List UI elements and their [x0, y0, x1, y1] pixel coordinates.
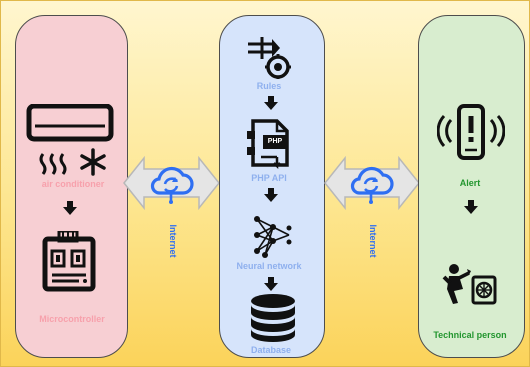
air-conditioner-icon [26, 104, 114, 176]
internet-link-label-left: Internet [168, 224, 178, 258]
php-file-icon [247, 119, 289, 169]
cloud-sync-icon [150, 166, 194, 204]
arrow-down-icon [63, 201, 77, 215]
cloud-sync-icon [350, 166, 394, 204]
neural-network-label: Neural network [236, 261, 302, 271]
technical-person-label: Technical person [433, 330, 507, 340]
air-conditioner-label: air conditioner [41, 179, 105, 189]
arrow-down-icon [264, 277, 278, 291]
database-icon [251, 294, 295, 342]
alert-label: Alert [459, 178, 481, 188]
microcontroller-icon [42, 231, 96, 292]
microcontroller-label: Microcontroller [39, 314, 105, 324]
device-panel [15, 15, 128, 358]
phone-alert-icon [437, 104, 505, 160]
technician-icon [442, 264, 497, 305]
database-label: Database [250, 345, 292, 355]
arrow-down-icon [464, 200, 478, 214]
rules-engine-icon [248, 37, 291, 79]
neural-network-icon [254, 216, 292, 258]
php-file-badge: PHP [267, 138, 283, 145]
arrow-down-icon [264, 96, 278, 110]
php-api-label: PHP API [251, 173, 287, 183]
arrow-down-icon [264, 188, 278, 202]
rules-label: Rules [256, 81, 282, 91]
internet-link-label-right: Internet [368, 224, 378, 258]
